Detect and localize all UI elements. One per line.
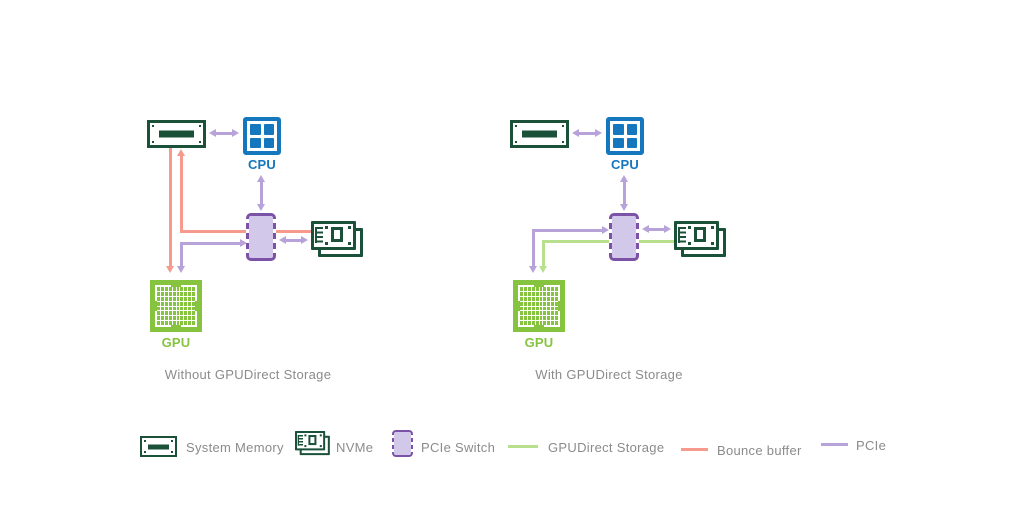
gpu-label: GPU	[524, 335, 554, 350]
cpu-label: CPU	[247, 157, 277, 172]
pcie-arrow-sysmem-cpu	[209, 129, 239, 138]
system-memory-icon	[147, 120, 206, 148]
legend-label-bounce-buffer: Bounce buffer	[717, 443, 802, 458]
arrowhead-to-gpu	[166, 266, 174, 273]
legend-bounce-buffer-line-swatch	[681, 448, 708, 451]
legend-pcie-switch-icon	[391, 430, 414, 457]
nvme-icon	[311, 221, 363, 257]
pcie-switch-icon	[609, 213, 639, 261]
cpu-label: CPU	[610, 157, 640, 172]
diagram-caption-with-gds: With GPUDirect Storage	[535, 367, 683, 382]
nvme-icon	[674, 221, 726, 257]
memory-bar	[522, 130, 557, 138]
legend-gpudirect-line-swatch	[508, 445, 538, 448]
pcie-arrow-sysmem-cpu	[572, 129, 602, 138]
system-memory-icon	[510, 120, 569, 148]
legend-nvme-icon	[295, 431, 330, 456]
legend-label-pcie-switch: PCIe Switch	[421, 440, 496, 455]
cpu-icon	[606, 117, 644, 155]
gpu-icon	[150, 280, 202, 332]
pcie-arrow-switch-nvme	[279, 236, 308, 245]
pcie-arrow-switch-nvme	[642, 225, 671, 234]
gpu-label: GPU	[161, 335, 191, 350]
arrowhead-to-system-memory	[177, 149, 185, 156]
gpu-icon	[513, 280, 565, 332]
pcie-switch-icon	[246, 213, 276, 261]
arrowhead-to-switch	[240, 239, 247, 247]
memory-bar	[159, 130, 194, 138]
arrowhead-to-switch	[602, 226, 609, 234]
arrowhead-to-gpu	[177, 266, 185, 273]
legend-label-gpudirect-storage: GPUDirect Storage	[548, 440, 665, 455]
arrowhead-to-gpu	[539, 266, 547, 273]
legend-label-system-memory: System Memory	[186, 440, 284, 455]
arrowhead-to-gpu	[529, 266, 537, 273]
pcie-arrow-cpu-switch	[620, 175, 629, 211]
diagram-caption-without-gds: Without GPUDirect Storage	[164, 367, 332, 382]
cpu-icon	[243, 117, 281, 155]
legend-label-pcie: PCIe	[856, 438, 887, 453]
legend-label-nvme: NVMe	[336, 440, 374, 455]
legend-system-memory-icon	[140, 436, 177, 457]
pcie-arrow-cpu-switch	[257, 175, 266, 211]
legend-pcie-line-swatch	[821, 443, 848, 446]
